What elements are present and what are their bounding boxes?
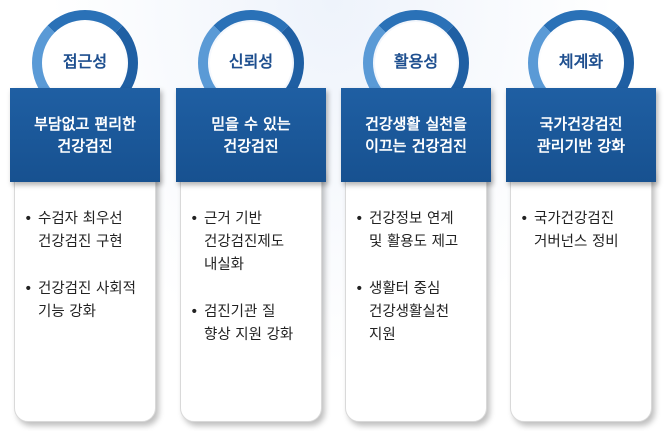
pillar-heading-banner: 국가건강검진 관리기반 강화 [506, 88, 656, 182]
pillar-reliability: 신뢰성 믿을 수 있는 건강검진 근거 기반 건강검진제도 내실화 검진기관 질… [176, 10, 326, 422]
bullet-item: 건강검진 사회적 기능 강화 [24, 278, 154, 324]
pillar-card [510, 160, 652, 422]
pillar-heading: 건강생활 실천을 이끄는 건강검진 [365, 115, 467, 155]
bullet-item: 수검자 최우선 건강검진 구현 [24, 208, 154, 254]
pillar-label: 접근성 [62, 52, 108, 71]
bullet-list: 수검자 최우선 건강검진 구현 건강검진 사회적 기능 강화 [24, 208, 154, 348]
pillar-heading-banner: 건강생활 실천을 이끄는 건강검진 [341, 88, 491, 182]
arc-decoration [32, 10, 138, 116]
pillar-utilization: 활용성 건강생활 실천을 이끄는 건강검진 건강정보 연계 및 활용도 제고 생… [341, 10, 491, 422]
arc-decoration [363, 10, 469, 116]
pillar-heading-banner: 부담없고 편리한 건강검진 [10, 88, 160, 182]
pillar-accessibility: 접근성 부담없고 편리한 건강검진 수검자 최우선 건강검진 구현 건강검진 사… [10, 10, 160, 422]
pillar-heading: 믿을 수 있는 건강검진 [211, 115, 291, 155]
arc-decoration [198, 10, 304, 116]
bullet-list: 국가건강검진 거버넌스 정비 [520, 208, 650, 278]
bullet-item: 생활터 중심 건강생활실천 지원 [355, 278, 485, 347]
pillar-label: 신뢰성 [228, 52, 274, 71]
pillar-label: 체계화 [558, 52, 604, 71]
bullet-item: 국가건강검진 거버넌스 정비 [520, 208, 650, 254]
bullet-list: 건강정보 연계 및 활용도 제고 생활터 중심 건강생활실천 지원 [355, 208, 485, 371]
bullet-item: 검진기관 질 향상 지원 강화 [190, 301, 320, 347]
pillar-card [180, 160, 322, 422]
pillar-heading: 부담없고 편리한 건강검진 [34, 115, 136, 155]
pillar-heading-banner: 믿을 수 있는 건강검진 [176, 88, 326, 182]
pillar-label: 활용성 [393, 52, 439, 71]
pillar-heading: 국가건강검진 관리기반 강화 [536, 115, 626, 155]
pillar-systematization: 체계화 국가건강검진 관리기반 강화 국가건강검진 거버넌스 정비 [506, 10, 656, 422]
bullet-list: 근거 기반 건강검진제도 내실화 검진기관 질 향상 지원 강화 [190, 208, 320, 371]
arc-decoration [528, 10, 634, 116]
bullet-item: 근거 기반 건강검진제도 내실화 [190, 208, 320, 277]
bullet-item: 건강정보 연계 및 활용도 제고 [355, 208, 485, 254]
